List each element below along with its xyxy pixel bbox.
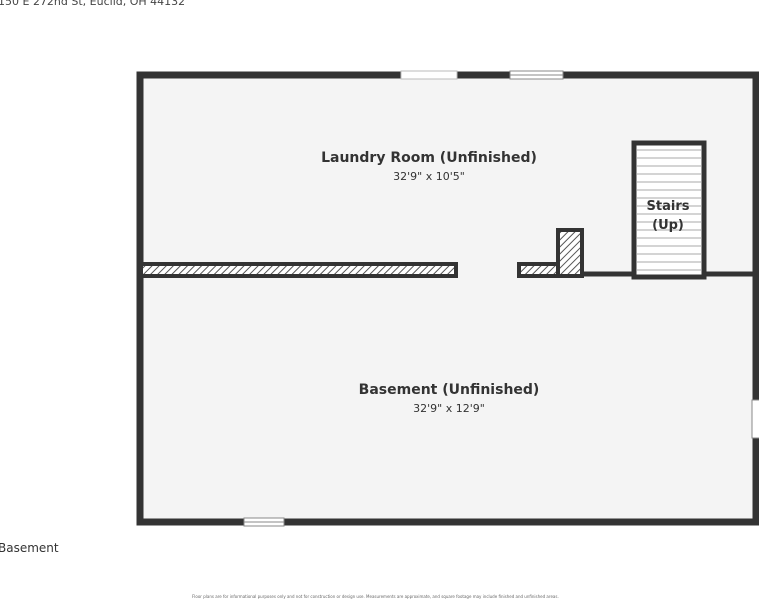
column-chase — [556, 228, 584, 278]
stairs-label-line1: Stairs — [646, 199, 690, 214]
stairs-label: Stairs (Up) — [636, 197, 700, 235]
room-name-basement: Basement (Unfinished) — [358, 382, 540, 398]
stair-treads — [637, 149, 701, 271]
room-name-laundry: Laundry Room (Unfinished) — [321, 150, 537, 166]
room-dimensions-basement: 32'9" x 12'9" — [413, 402, 485, 415]
floor-label: Basement — [0, 541, 59, 555]
disclaimer: Floor plans are for informational purpos… — [192, 594, 559, 599]
stairs — [631, 140, 707, 280]
window-right — [751, 399, 759, 439]
window-top-left — [400, 70, 458, 80]
room-dimensions-laundry: 32'9" x 10'5" — [393, 170, 465, 183]
interior-wall-left — [139, 262, 458, 278]
stairs-label-line2: (Up) — [652, 218, 684, 233]
property-address: 150 E 272nd St, Euclid, OH 44132 — [0, 0, 186, 8]
